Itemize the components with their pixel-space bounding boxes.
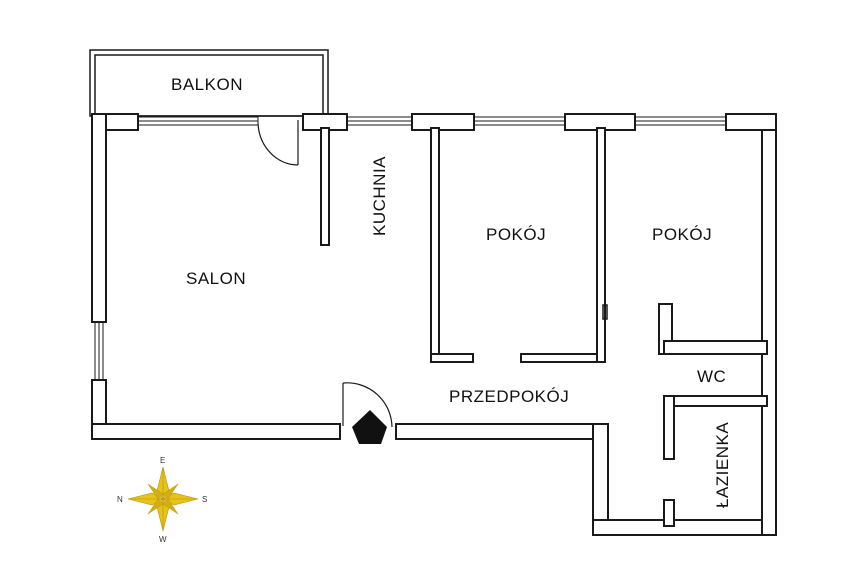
room-label-pokoj-1: POKÓJ [486, 225, 546, 244]
room-label-balkon: BALKON [171, 75, 243, 94]
room-label-salon: SALON [186, 269, 246, 288]
room-label-przedpokoj: PRZEDPOKÓJ [449, 387, 569, 406]
balcony-door [257, 120, 299, 166]
compass-north-label: N [117, 495, 123, 504]
room-label-lazienka: ŁAZIENKA [713, 422, 732, 508]
room-label-kuchnia: KUCHNIA [370, 156, 389, 236]
room-label-wc: WC [697, 367, 726, 386]
entrance-door [342, 382, 393, 428]
compass-south-label: S [202, 495, 207, 504]
compass-west-label: W [159, 535, 167, 544]
outer-walls [91, 113, 777, 536]
compass-east-label: E [160, 456, 165, 465]
windows [94, 116, 727, 381]
room-label-pokoj-2: POKÓJ [652, 225, 712, 244]
entrance-marker-icon [352, 410, 387, 444]
interior-walls [320, 127, 768, 527]
balcony-outline [89, 49, 329, 117]
compass-rose-icon: E N S W [117, 456, 207, 544]
